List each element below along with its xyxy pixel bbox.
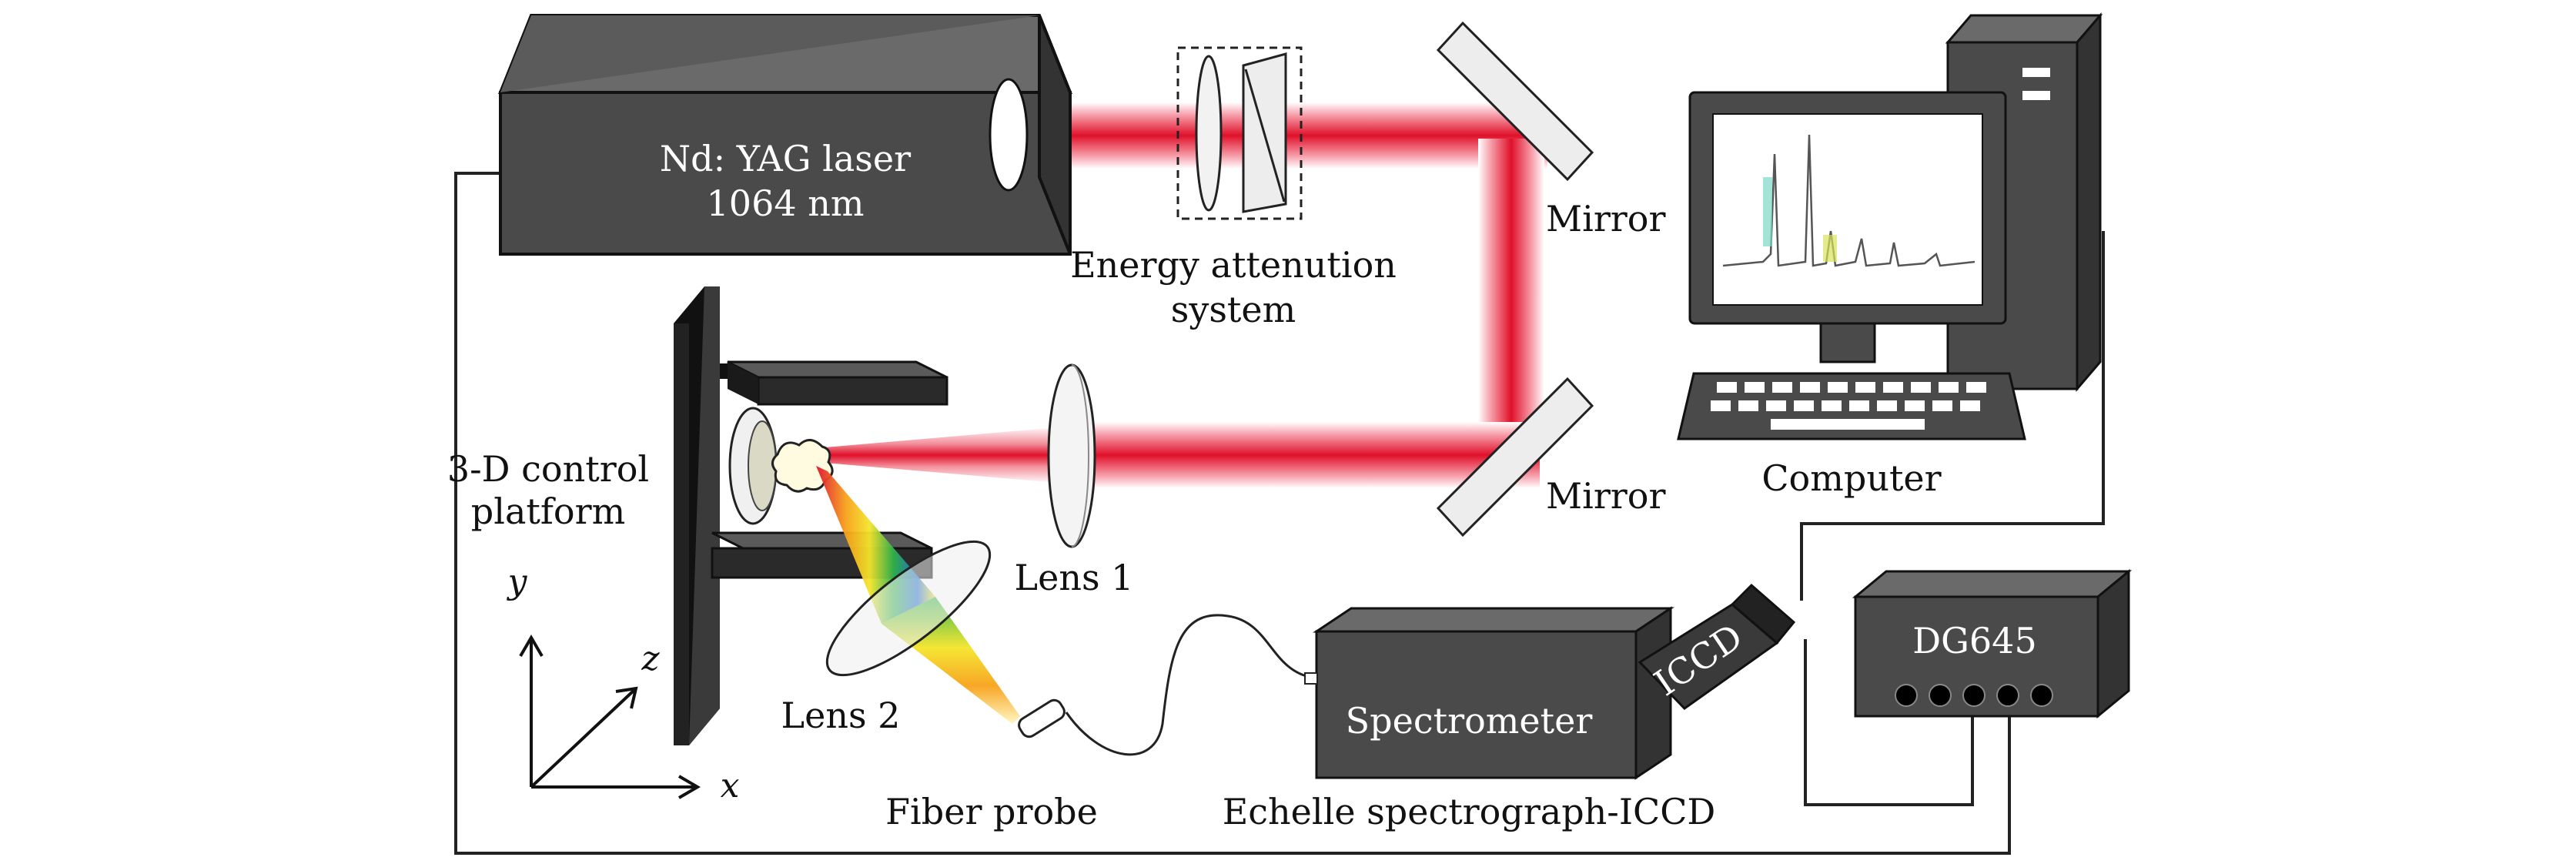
nd-yag-laser: Nd: YAG laser 1064 nm <box>498 14 1072 256</box>
fiber-probe-label: Fiber probe <box>885 791 1098 832</box>
spectrograph-caption: Echelle spectrograph-ICCD <box>1223 791 1716 832</box>
laser-label-line1: Nd: YAG laser <box>660 138 911 179</box>
keyboard-keys <box>1711 382 1986 430</box>
iccd-camera: ICCD <box>1638 583 1796 710</box>
echelle-spectrograph: Spectrometer ICCD Echelle spectrograph-I… <box>1223 583 1796 832</box>
lens2-label: Lens 2 <box>781 695 901 736</box>
attenuator-label-line2: system <box>1171 289 1296 330</box>
energy-attenuation-system: Energy attenution system <box>1070 46 1397 330</box>
mirror-bottom: Mirror <box>1436 377 1665 537</box>
mirror-top-label: Mirror <box>1546 198 1665 239</box>
platform-label-line2: platform <box>471 491 625 532</box>
spectrometer-label: Spectrometer <box>1346 700 1593 742</box>
coordinate-axes <box>519 635 701 799</box>
lens1-label: Lens 1 <box>1015 557 1134 598</box>
axis-y-label: y <box>507 562 528 601</box>
platform-label-line1: 3-D control <box>447 448 649 490</box>
3d-control-platform: 3-D control platform <box>447 286 948 745</box>
dg645-label: DG645 <box>1912 620 2036 661</box>
computer: Computer <box>1677 12 2103 499</box>
spectrum-plot-thumbnail <box>1722 134 1975 267</box>
mirror-bottom-label: Mirror <box>1546 475 1665 517</box>
attenuator-label-line1: Energy attenution <box>1070 244 1397 286</box>
dg645-connectors <box>1895 684 2053 707</box>
laser-label-line2: 1064 nm <box>707 183 865 224</box>
mirror-top: Mirror <box>1436 21 1665 239</box>
computer-label: Computer <box>1761 457 1941 499</box>
plasma-plume <box>771 439 834 493</box>
lens-2: Lens 2 <box>781 540 992 736</box>
trigger-cable <box>454 172 2105 855</box>
fiber-probe: Fiber probe <box>885 614 1313 832</box>
lens-1: Lens 1 <box>1015 363 1134 598</box>
axis-x-label: x <box>721 766 740 805</box>
dg645-delay-generator: DG645 <box>1852 568 2133 719</box>
axis-z-label: z <box>641 639 660 678</box>
